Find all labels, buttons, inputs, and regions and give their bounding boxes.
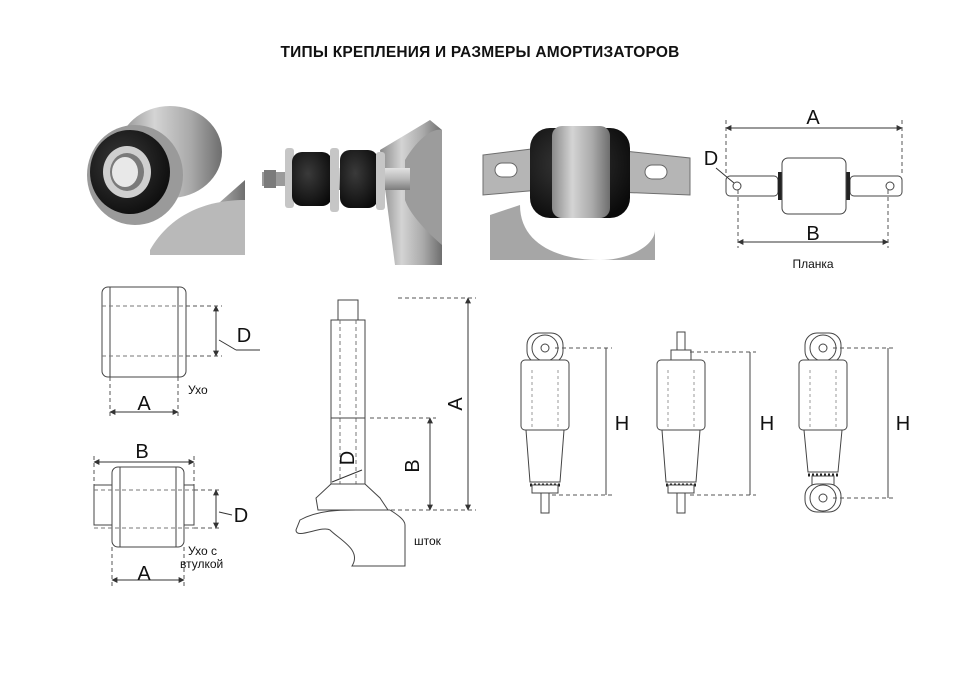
plate-label-a: A [806, 107, 820, 129]
plate-label-d: D [704, 148, 718, 170]
eye-caption: Ухо [188, 383, 208, 397]
eye-diagram: D A Ухо [101, 286, 260, 418]
page-title: ТИПЫ КРЕПЛЕНИЯ И РАЗМЕРЫ АМОРТИЗАТОРОВ [280, 44, 680, 61]
photo-rod-stem [262, 120, 442, 265]
eye-bush-label-b: B [135, 441, 148, 463]
shock-eye-rod: H [520, 332, 629, 514]
rod-label-a: A [445, 397, 467, 411]
rod-caption: шток [414, 534, 442, 548]
shock-rod-rod: H [656, 331, 774, 514]
rod-diagram: A B D шток [295, 297, 476, 567]
eye-bush-label-a: A [137, 563, 151, 585]
photo-eye-bushing [85, 95, 245, 255]
plate-caption: Планка [792, 257, 833, 271]
eye-bush-caption-line1: Ухо с [188, 544, 217, 558]
photo-plate-mount [482, 126, 691, 260]
shock-eye-eye: H [798, 332, 910, 513]
plate-diagram: A B D Планка [704, 107, 903, 271]
shock1-label-h: H [615, 413, 629, 435]
eye-label-a: A [137, 393, 151, 415]
rod-label-d: D [337, 451, 359, 465]
shock3-label-h: H [896, 413, 910, 435]
plate-label-b: B [806, 223, 819, 245]
eye-label-d: D [237, 325, 251, 347]
rod-label-b: B [402, 459, 424, 472]
shock2-label-h: H [760, 413, 774, 435]
eye-bush-caption-line2: втулкой [180, 557, 223, 571]
eye-bush-label-d: D [234, 505, 248, 527]
eye-bush-diagram: B D A Ухо с втулкой [93, 441, 248, 586]
